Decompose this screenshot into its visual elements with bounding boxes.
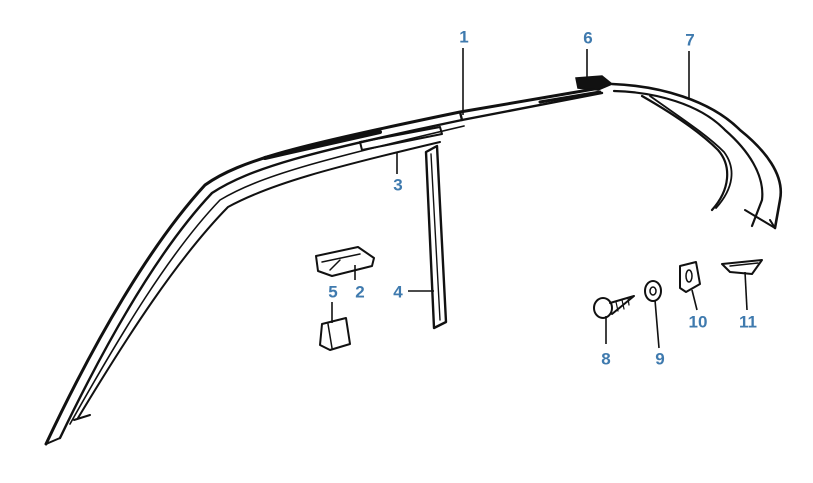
callout-10: 10 — [688, 312, 708, 332]
part-5-retainer — [319, 317, 351, 351]
callout-7: 7 — [685, 30, 695, 50]
callout-9: 9 — [655, 349, 665, 369]
part-6-end-cap — [575, 75, 614, 91]
part-10-nut-clip — [679, 261, 701, 293]
part-8-screw — [593, 295, 635, 319]
callout-1: 1 — [459, 27, 469, 47]
callout-11: 11 — [739, 312, 757, 332]
part-3-trim-strip — [359, 126, 443, 151]
part-2-clip — [315, 246, 375, 277]
callout-4: 4 — [393, 282, 403, 302]
part-1-roof-drip-molding — [44, 86, 604, 446]
part-4-pillar-molding — [424, 144, 448, 330]
part-9-washer — [644, 280, 662, 302]
callout-3: 3 — [393, 175, 403, 195]
part-11-spring-clip — [721, 259, 763, 275]
part-7-rear-molding — [610, 82, 783, 230]
leader-lines — [331, 48, 748, 349]
callout-8: 8 — [601, 349, 611, 369]
callout-6: 6 — [583, 28, 593, 48]
callout-5: 5 — [328, 282, 338, 302]
callout-2: 2 — [355, 282, 365, 302]
